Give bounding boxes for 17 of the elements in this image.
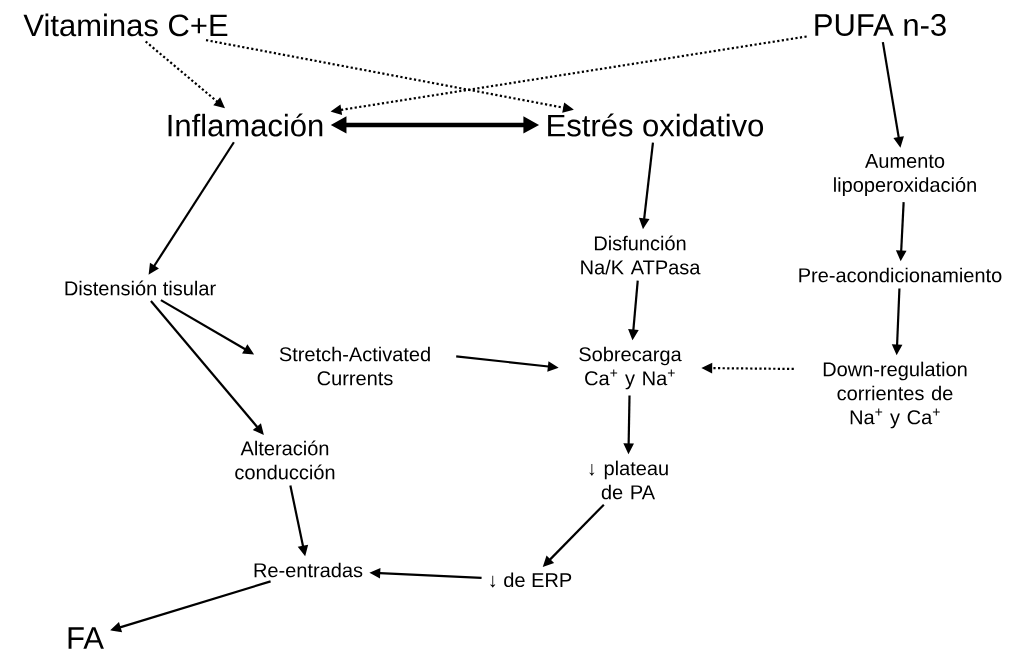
cause-label: PUFA n-3 <box>815 14 946 36</box>
step-label: Stretch-Activated Currents <box>279 346 430 386</box>
step-label: Pre-acondicionamiento <box>799 267 1002 283</box>
step-label: Down-regulation corrientes de Na$^{+}$ y Ca$^{+}$ <box>823 361 967 429</box>
step-label: Alteración conducción <box>235 440 335 480</box>
outcome-label: FA <box>68 627 104 649</box>
step-label: ↓ de ERP <box>490 572 572 588</box>
step-label: Distensión tisular <box>65 280 216 296</box>
step-label: Sobrecarga Ca$^{+}$ y Na$^{+}$ <box>579 346 682 390</box>
effect-label: Inflamación <box>168 113 323 137</box>
step-label: Aumento lipoperoxidación <box>834 154 976 196</box>
step-label: ↓ plateau de PA <box>589 460 668 500</box>
step-label: Disfunción Na/K ATPasa <box>581 235 701 275</box>
arrow <box>150 300 264 435</box>
step-label: Re-entradas <box>254 562 363 578</box>
cause-label: Vitaminas C+E <box>23 13 228 37</box>
effect-label: Estrés oxidativo <box>548 113 764 137</box>
